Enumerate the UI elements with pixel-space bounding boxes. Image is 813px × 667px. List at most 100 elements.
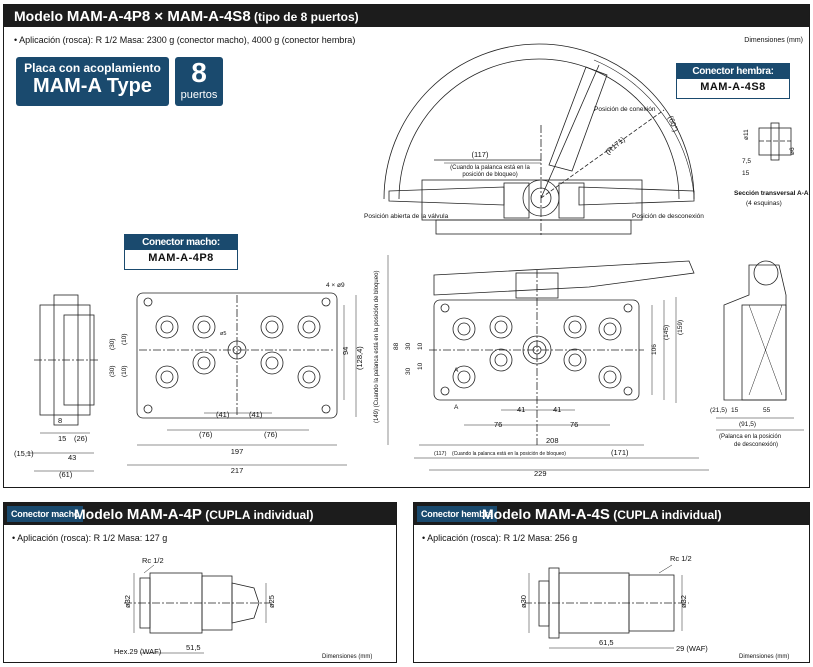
female-coupling-waf: 29 (WAF) — [676, 644, 708, 653]
main-title-prefix: Modelo — [14, 8, 67, 24]
dim-117-b: (117) — [434, 451, 447, 457]
dim-10-b: (10) — [121, 365, 128, 377]
dim-61: (61) — [59, 470, 73, 479]
label-bloqueo-inline: (Cuando la palanca está en la posición d… — [452, 451, 566, 457]
dim-145: (145) — [663, 325, 670, 340]
female-coupling-d32: ø32 — [679, 595, 688, 608]
dim-128-4: (128,4) — [355, 346, 364, 370]
female-coupling-panel: Conector hembra Modelo MAM-A-4S (CUPLA i… — [413, 502, 810, 663]
main-title-model: MAM-A-4P8 × MAM-A-4S8 — [66, 8, 251, 25]
dim-41-b: (41) — [249, 410, 263, 419]
dim-76-c: 76 — [494, 420, 502, 429]
label-pos-desconexion: Posición de desconexión — [632, 213, 704, 220]
type-badge-line1: Placa con acoplamiento — [24, 61, 161, 75]
lever-handle-left — [388, 186, 505, 206]
female-coupling-tag: Conector hembra — [417, 506, 497, 522]
female-model-value: MAM-A-4S8 — [700, 81, 766, 93]
female-coupling-d30: ø30 — [519, 595, 528, 608]
dim-8: 8 — [58, 416, 62, 425]
main-drawing: (117) (Cuando la palanca está en la posi… — [14, 43, 809, 479]
dim-76-b: (76) — [264, 430, 278, 439]
female-coupling-spec: • Aplicación (rosca): R 1/2 Masa: 256 g — [422, 533, 578, 543]
male-model-title: Conector macho: Modelo — [125, 235, 237, 263]
lever-angle-arc — [593, 59, 695, 196]
section-a-bottom: A — [454, 404, 459, 411]
female-model-box: Conector hembra: Modelo MAM-A-4S8 — [676, 63, 790, 99]
section-aa — [758, 127, 792, 156]
ports-number: 8 — [191, 57, 207, 88]
male-coupling-title-suffix: (CUPLA individual) — [201, 508, 314, 522]
female-coupling-drawing: Rc 1/2 ø30 ø32 61,5 29 (WAF) Dimensiones… — [519, 554, 789, 660]
dim-76-a: (76) — [199, 430, 213, 439]
male-coupling-d51-5: 51,5 — [186, 643, 201, 652]
lever-handle-right — [578, 186, 695, 206]
lever-handle-up — [548, 66, 608, 172]
dim-197: 197 — [231, 447, 244, 456]
dim-94: 94 — [341, 347, 350, 355]
male-coupling-panel: Conector macho Modelo MAM-A-4P (CUPLA in… — [3, 502, 397, 663]
dim-7-5: 7,5 — [742, 158, 751, 165]
male-front-plate — [136, 292, 338, 419]
female-coupling-rc: Rc 1/2 — [670, 554, 692, 563]
label-vertical-149: (149) (Cuando la palanca está en la posi… — [374, 271, 380, 423]
male-coupling-spec: • Aplicación (rosca): R 1/2 Masa: 127 g — [12, 533, 168, 543]
dim-phi5: ø5 — [220, 331, 226, 337]
dim-41-c: 41 — [517, 405, 525, 414]
male-coupling-header: Conector macho Modelo MAM-A-4P (CUPLA in… — [4, 503, 396, 525]
dim-76-d: 76 — [570, 420, 578, 429]
label-bloqueo-1: (Cuando la palanca está en la — [450, 165, 530, 171]
dim-d11: ø11 — [743, 129, 750, 140]
dim-117: (117) — [472, 150, 489, 159]
label-bloqueo-2: posición de bloqueo) — [462, 172, 517, 178]
dim-21-5: (21,5) — [710, 407, 727, 414]
female-coupling-d61-5: 61,5 — [599, 638, 614, 647]
section-a-top: A — [454, 367, 459, 374]
dim-106: 106 — [651, 344, 658, 355]
male-coupling-tag: Conector macho — [7, 506, 84, 522]
ports-badge: 8 puertos — [175, 57, 223, 106]
dim-41-d: 41 — [553, 405, 561, 414]
male-coupling-hex: Hex.29 (WAF) — [114, 647, 162, 656]
male-coupling-dim-note: Dimensiones (mm) — [322, 654, 372, 660]
label-pos-conexion: Posición de conexión — [594, 106, 656, 113]
dim-30-d: 30 — [405, 367, 412, 375]
female-coupling-dim-note: Dimensiones (mm) — [739, 654, 789, 660]
female-coupling-title-suffix: (CUPLA individual) — [609, 508, 722, 522]
male-coupling-d32: ø32 — [123, 595, 132, 608]
dim-10-d: 10 — [417, 362, 424, 370]
dim-15-a: 15 — [742, 170, 750, 177]
label-seccion-aa: Sección transversal A-A — [734, 190, 809, 197]
dim-10-c: 10 — [417, 342, 424, 350]
male-ports — [155, 315, 321, 389]
main-dim-note: Dimensiones (mm) — [744, 37, 803, 44]
label-esquinas: (4 esquinas) — [746, 200, 782, 207]
main-spec: • Aplicación (rosca): R 1/2 Masa: 2300 g… — [14, 35, 356, 45]
dim-30-c: 30 — [405, 342, 412, 350]
type-badge: Placa con acoplamiento MAM-A Type — [16, 57, 169, 106]
dim-43: 43 — [68, 453, 76, 462]
male-coupling-d25: ø25 — [267, 595, 276, 608]
female-side-view — [723, 264, 787, 401]
dim-41-a: (41) — [216, 410, 230, 419]
dim-55: 55 — [763, 407, 771, 414]
main-header: Modelo MAM-A-4P8 × MAM-A-4S8 (tipo de 8 … — [4, 5, 809, 27]
dim-30-a: (30) — [109, 338, 116, 350]
dim-91-5: (91,5) — [739, 421, 756, 428]
dim-26: (26) — [74, 434, 88, 443]
dim-229: 229 — [534, 469, 547, 478]
male-model-box: Conector macho: Modelo MAM-A-4P8 — [124, 234, 238, 270]
male-coupling-drawing: Rc 1/2 ø32 ø25 51,5 Hex.29 (WAF) Dimensi… — [114, 556, 372, 660]
male-coupling-rc: Rc 1/2 — [142, 556, 164, 565]
dim-15-b: 15 — [58, 434, 66, 443]
dim-208: 208 — [546, 436, 559, 445]
ports-word: puertos — [180, 89, 218, 101]
main-panel: Modelo MAM-A-4P8 × MAM-A-4S8 (tipo de 8 … — [3, 4, 810, 488]
dim-15-1: (15,1) — [14, 449, 34, 458]
male-coupling-title-model: MAM-A-4P — [126, 506, 202, 523]
male-model-value: MAM-A-4P8 — [148, 252, 214, 264]
main-title-suffix: (tipo de 8 puertos) — [250, 10, 359, 24]
female-lever — [433, 260, 695, 296]
dim-30-b: (30) — [109, 365, 116, 377]
male-coupling-title-prefix: Modelo — [74, 506, 127, 522]
female-coupling-title-prefix: Modelo — [482, 506, 535, 522]
